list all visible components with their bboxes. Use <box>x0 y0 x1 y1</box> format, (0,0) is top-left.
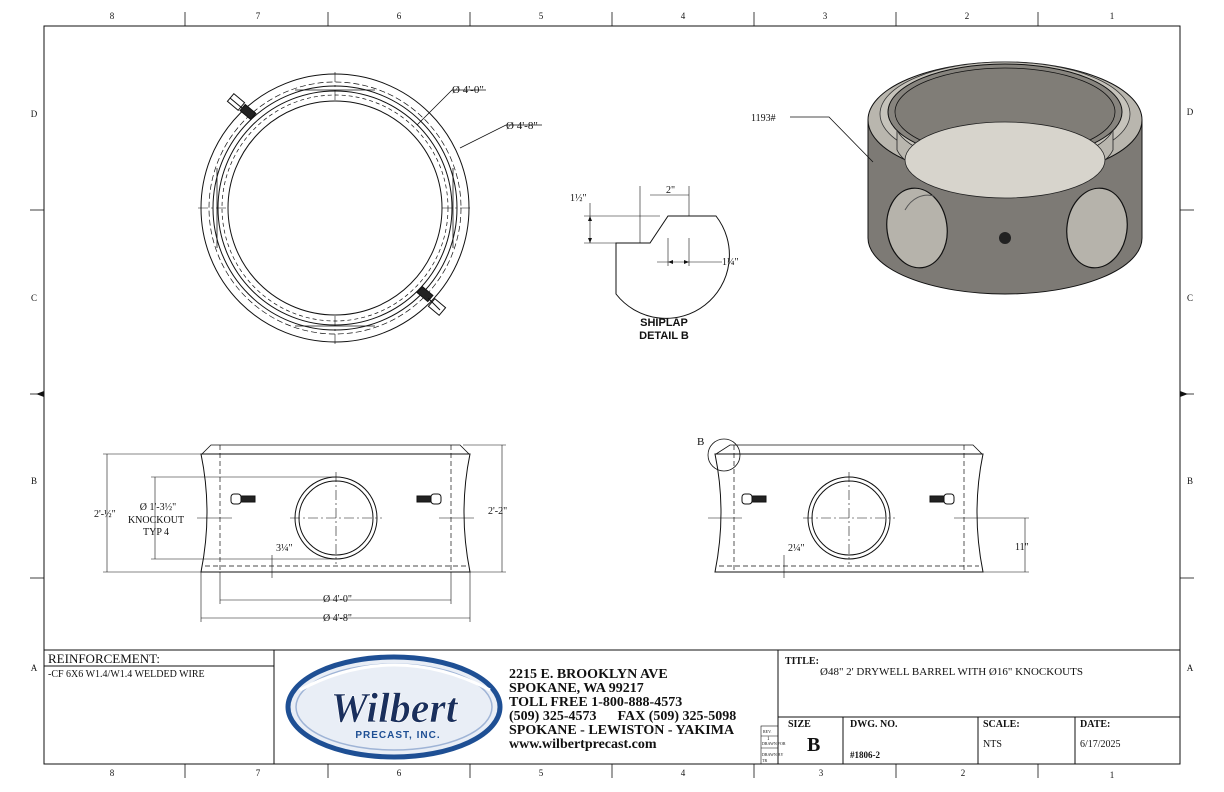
plan-view <box>198 72 542 344</box>
col-label-bottom: 8 <box>110 768 115 778</box>
side-dim-knockout-height: 11" <box>1015 542 1029 553</box>
shiplap-detail <box>584 186 730 319</box>
company-logo: Wilbert PRECAST, INC. <box>285 654 503 760</box>
address-street: 2215 E. BROOKLYN AVE <box>509 667 668 682</box>
side-elevation <box>707 438 1029 578</box>
detail-dim-left: 1½" <box>570 193 587 204</box>
col-label-bottom: 5 <box>539 768 544 778</box>
col-label-top: 5 <box>539 11 544 21</box>
detail-dim-right: 1¼" <box>722 257 739 268</box>
col-label-bottom: 6 <box>397 768 402 778</box>
plan-dim-inner: Ø 4'-0" <box>452 84 484 96</box>
col-label-top: 3 <box>823 11 828 21</box>
date-label: DATE: <box>1080 719 1110 730</box>
dwg-number: #1806-2 <box>850 750 880 760</box>
date-value: 6/17/2025 <box>1080 739 1121 750</box>
address-phone-fax: (509) 325-4573 FAX (509) 325-5098 <box>509 709 736 724</box>
front-dim-right: 2'-2" <box>488 506 507 517</box>
row-label-right: D <box>1187 107 1194 117</box>
detail-b-callout: B <box>697 436 704 448</box>
knockout-qty: TYP 4 <box>143 527 169 538</box>
row-label-left: D <box>31 109 38 119</box>
row-label-left: B <box>31 476 37 486</box>
drawn-by-label: DRAWN BY <box>762 752 783 757</box>
front-elevation <box>103 444 506 622</box>
address-block: 2215 E. BROOKLYN AVE SPOKANE, WA 99217 T… <box>509 667 736 752</box>
row-label-right: C <box>1187 293 1193 303</box>
col-label-top: 1 <box>1110 11 1115 21</box>
weight-label: 1193# <box>751 113 776 124</box>
col-label-top: 6 <box>397 11 402 21</box>
address-city: SPOKANE, WA 99217 <box>509 681 644 696</box>
detail-dim-top: 2" <box>666 185 675 196</box>
rev-value: 1 <box>767 737 770 742</box>
col-label-bottom: 4 <box>681 768 686 778</box>
address-tollfree: TOLL FREE 1-800-888-4573 <box>509 695 682 710</box>
col-label-bottom: 7 <box>256 768 261 778</box>
detail-title-line1: SHIPLAP <box>640 317 688 329</box>
col-label-bottom: 2 <box>961 768 966 778</box>
col-label-top: 4 <box>681 11 686 21</box>
lifting-insert-icon <box>226 92 257 121</box>
col-label-top: 2 <box>965 11 970 21</box>
lifting-insert-icon <box>999 232 1011 244</box>
reinforcement-value: -CF 6X6 W1.4/W1.4 WELDED WIRE <box>48 669 205 680</box>
reinforcement-label: REINFORCEMENT: <box>48 651 160 666</box>
detail-b-callout-circle <box>707 438 741 472</box>
side-dim-gap: 2¼" <box>788 543 805 554</box>
knockout-dim: Ø 1'-3½" <box>140 502 176 513</box>
col-label-bottom: 1 <box>1110 770 1115 780</box>
front-dim-outer: Ø 4'-8" <box>323 613 352 624</box>
border-labels: 8 7 6 5 4 3 2 1 8 7 6 5 4 3 2 1 D C B A … <box>31 11 1194 780</box>
rev-label: REV. <box>763 729 771 734</box>
front-dim-inner: Ø 4'-0" <box>323 594 352 605</box>
size-value: B <box>807 734 820 756</box>
detail-title-line2: DETAIL B <box>639 330 689 342</box>
row-label-right: A <box>1187 663 1194 673</box>
title-block-frame <box>44 649 1180 765</box>
isometric-view <box>790 61 1143 295</box>
address-locations: SPOKANE - LEWISTON - YAKIMA <box>509 723 735 738</box>
plan-dim-outer: Ø 4'-8" <box>506 120 538 132</box>
drawing-title: Ø48" 2' DRYWELL BARREL WITH Ø16" KNOCKOU… <box>820 666 1083 678</box>
dwg-label: DWG. NO. <box>850 719 898 730</box>
row-label-left: A <box>31 663 38 673</box>
col-label-bottom: 3 <box>819 768 824 778</box>
front-dim-height: 2'-½" <box>94 509 116 520</box>
size-label: SIZE <box>788 719 811 730</box>
lifting-insert-icon <box>416 493 442 505</box>
logo-subtitle: PRECAST, INC. <box>355 730 440 741</box>
drawn-for-label: DRAWN FOR <box>762 741 786 746</box>
lifting-insert-icon <box>416 285 447 317</box>
knockout-label: KNOCKOUT <box>128 515 184 526</box>
col-label-top: 8 <box>110 11 115 21</box>
website-link[interactable]: www.wilbertprecast.com <box>509 737 657 752</box>
title-label: TITLE: <box>785 656 819 667</box>
col-label-top: 7 <box>256 11 261 21</box>
lifting-insert-icon <box>929 493 955 505</box>
sheet-border <box>30 12 1194 778</box>
lifting-insert-icon <box>230 493 256 505</box>
drawn-by-value: TR <box>762 758 767 763</box>
lifting-insert-icon <box>741 493 767 505</box>
logo-wordmark: Wilbert <box>331 686 459 732</box>
row-label-left: C <box>31 293 37 303</box>
row-label-right: B <box>1187 476 1193 486</box>
scale-value: NTS <box>983 739 1002 750</box>
scale-label: SCALE: <box>983 719 1020 730</box>
front-dim-gap: 3¼" <box>276 543 293 554</box>
